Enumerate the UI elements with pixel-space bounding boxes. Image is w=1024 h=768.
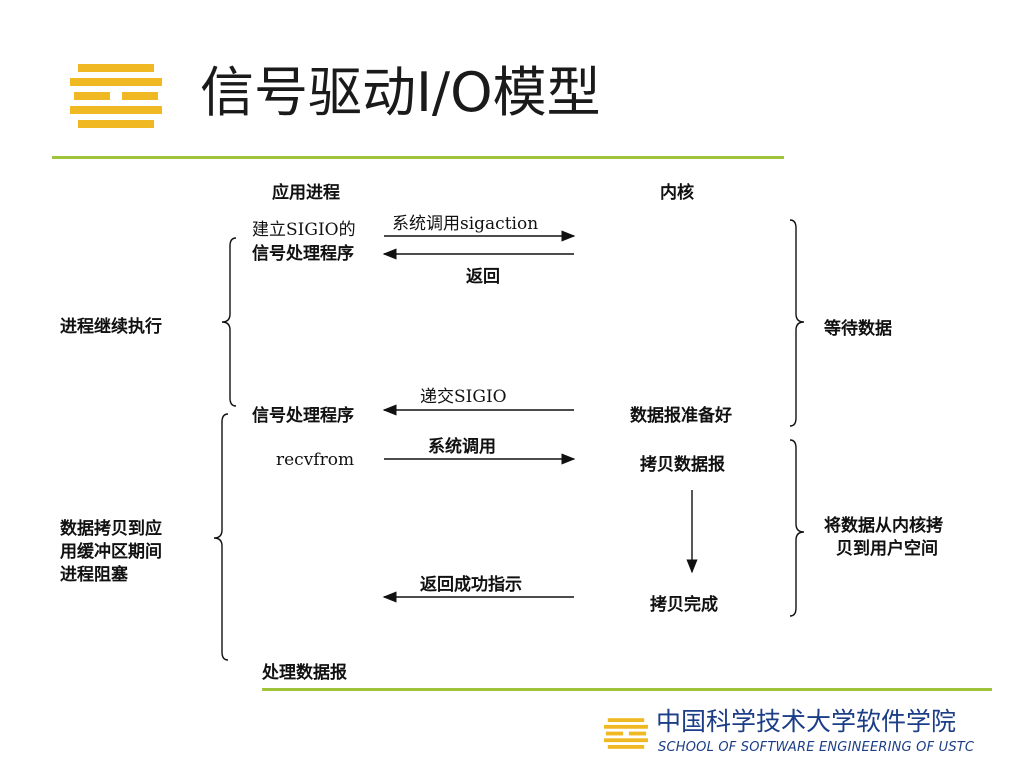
- process-datagram-label: 处理数据报: [262, 663, 347, 683]
- page-title: 信号驱动I/O模型: [200, 61, 601, 124]
- copy-note-line2: 贝到用户空间: [836, 539, 938, 559]
- header-logo-icon: [70, 64, 162, 128]
- syscall-label: 系统调用: [428, 437, 496, 457]
- return-label: 返回: [466, 267, 500, 287]
- copy-note-line1: 将数据从内核拷: [824, 516, 943, 536]
- install-handler-line2: 信号处理程序: [252, 244, 354, 264]
- header-divider: [52, 156, 784, 159]
- recvfrom-label: recvfrom: [276, 450, 355, 470]
- left-brace-continue: [221, 237, 237, 407]
- footer-school-name-cn: 中国科学技术大学软件学院: [656, 707, 957, 736]
- sigaction-label: 系统调用sigaction: [392, 214, 539, 234]
- footer-school-name-en: SCHOOL OF SOFTWARE ENGINEERING OF USTC: [658, 740, 975, 755]
- left-brace-blocked: [213, 413, 229, 661]
- install-handler-line1: 建立SIGIO的: [252, 220, 356, 240]
- kernel-header: 内核: [660, 183, 694, 203]
- right-brace-copy: [789, 439, 805, 617]
- continue-execution-note: 进程继续执行: [60, 317, 162, 337]
- signal-handler-label: 信号处理程序: [252, 406, 354, 426]
- right-brace-wait: [789, 219, 805, 427]
- datagram-ready-label: 数据报准备好: [630, 406, 732, 426]
- copy-done-label: 拷贝完成: [650, 595, 718, 615]
- footer-divider: [262, 688, 992, 691]
- success-label: 返回成功指示: [420, 575, 522, 595]
- blocked-note-line3: 进程阻塞: [60, 565, 128, 585]
- footer-logo-icon: [604, 718, 648, 749]
- deliver-sigio-label: 递交SIGIO: [420, 387, 507, 407]
- app-process-header: 应用进程: [272, 183, 340, 203]
- blocked-note-line2: 用缓冲区期间: [60, 542, 162, 562]
- blocked-note-line1: 数据拷贝到应: [60, 519, 162, 539]
- wait-data-note: 等待数据: [824, 319, 892, 339]
- copy-datagram-label: 拷贝数据报: [640, 455, 725, 475]
